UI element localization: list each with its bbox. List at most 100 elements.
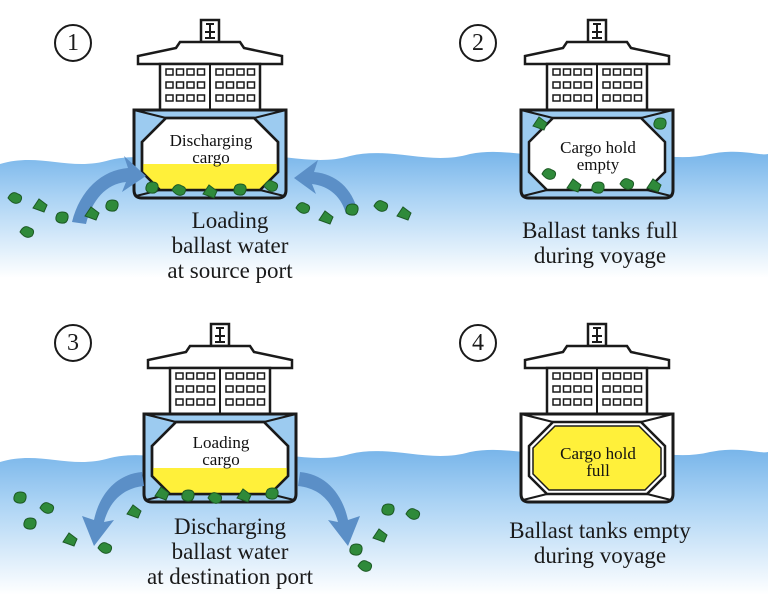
window <box>583 94 593 102</box>
window <box>602 372 611 380</box>
window <box>602 81 611 89</box>
bridge-deck <box>136 40 284 66</box>
organism <box>396 206 412 221</box>
ship-3 <box>142 322 298 504</box>
window <box>623 94 632 102</box>
window <box>583 385 593 393</box>
window <box>196 94 206 102</box>
window <box>215 94 224 102</box>
hold-label-3: Loading cargo <box>160 434 282 468</box>
hold-label-3-line-1: Loading <box>192 433 250 452</box>
window <box>562 372 572 380</box>
organism <box>263 180 279 192</box>
window <box>623 68 632 76</box>
window <box>175 81 185 89</box>
caption-2: Ballast tanks full during voyage <box>490 218 710 268</box>
window <box>562 81 572 89</box>
window <box>196 68 206 76</box>
window <box>215 81 224 89</box>
window <box>612 372 622 380</box>
arrow-out-right <box>298 472 360 546</box>
window <box>246 385 255 393</box>
organism <box>62 532 78 547</box>
window <box>206 398 216 406</box>
window <box>206 385 216 393</box>
window <box>165 81 174 89</box>
window <box>236 81 245 89</box>
caption-4-line-1: Ballast tanks empty <box>509 518 691 543</box>
window <box>633 385 643 393</box>
organism <box>19 226 35 238</box>
window <box>623 81 632 89</box>
organism <box>181 489 195 502</box>
window <box>225 398 234 406</box>
window <box>246 68 256 76</box>
window <box>573 94 582 102</box>
caption-3-line-3: at destination port <box>146 564 314 589</box>
caption-3: Discharging ballast water at destination… <box>120 514 340 589</box>
window <box>235 398 245 406</box>
organism <box>619 178 635 190</box>
window <box>573 398 582 406</box>
organism <box>84 206 100 221</box>
window <box>633 81 643 89</box>
caption-1-line-3: at source port <box>167 258 293 283</box>
window <box>175 398 184 406</box>
hold-label-1-line-1: Discharging <box>169 131 253 150</box>
cargo-fill <box>152 468 288 494</box>
organism <box>318 210 334 225</box>
caption-4-line-2: during voyage <box>533 543 667 568</box>
organism <box>265 487 279 500</box>
organism <box>126 504 142 519</box>
organism <box>13 491 27 504</box>
window <box>583 68 593 76</box>
hold-label-2-line-2: empty <box>576 155 620 174</box>
window <box>552 94 561 102</box>
window <box>165 68 174 76</box>
window <box>236 68 245 76</box>
organism <box>105 199 119 212</box>
step-number-2: 2 <box>459 24 497 62</box>
window <box>623 398 632 406</box>
hold-label-3-line-2: cargo <box>202 450 240 469</box>
hold-label-2-line-1: Cargo hold <box>560 138 636 157</box>
window <box>175 68 185 76</box>
bridge-deck <box>146 344 294 370</box>
window <box>573 81 582 89</box>
window <box>185 398 195 406</box>
window <box>612 385 622 393</box>
organism <box>55 211 69 224</box>
ship-4 <box>519 322 675 504</box>
step-number-3: 3 <box>54 324 92 362</box>
arrow-out-left <box>82 472 144 546</box>
organism <box>207 492 223 504</box>
window <box>175 94 185 102</box>
window <box>583 81 593 89</box>
caption-2-line-1: Ballast tanks full <box>522 218 678 243</box>
window <box>175 385 184 393</box>
window <box>612 81 622 89</box>
organism <box>405 508 421 520</box>
hull-corners <box>143 413 297 501</box>
window <box>633 94 643 102</box>
window <box>246 81 256 89</box>
window <box>633 372 643 380</box>
arrow-in-right <box>294 160 358 214</box>
window <box>246 94 256 102</box>
window <box>612 94 622 102</box>
hold-label-1: Discharging cargo <box>150 132 272 166</box>
caption-1-line-2: ballast water <box>171 233 289 258</box>
window <box>552 81 561 89</box>
organism <box>591 181 605 194</box>
window <box>573 68 582 76</box>
bridge-deck <box>523 344 671 370</box>
hold-label-4-line-2: full <box>586 461 610 480</box>
caption-3-line-2: ballast water <box>171 539 289 564</box>
organism <box>32 198 48 213</box>
window <box>612 68 622 76</box>
organism <box>233 183 247 196</box>
window <box>225 81 235 89</box>
organism <box>154 486 170 501</box>
mast-detail <box>592 23 602 39</box>
window <box>552 398 561 406</box>
